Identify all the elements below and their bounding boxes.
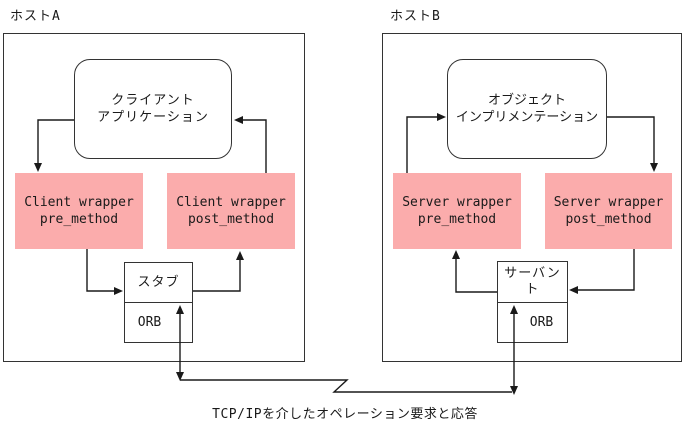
- tcp-ip-caption: TCP/IPを介したオペレーション要求と応答: [212, 407, 478, 422]
- stub-label: スタブ: [125, 263, 192, 303]
- arrowhead-down-icon: [176, 372, 184, 381]
- server-wrapper-post-line2: post_method: [565, 212, 652, 227]
- servant-orb-box: サーバント ORB: [497, 261, 568, 343]
- client-wrapper-post-line2: post_method: [187, 212, 275, 227]
- host-a-label: ホストA: [10, 9, 61, 24]
- client-application-label-line2: アプリケーション: [97, 110, 209, 125]
- client-wrapper-post-line1: Client wrapper: [176, 195, 286, 210]
- client-wrapper-pre-line2: pre_method: [39, 212, 119, 227]
- client-wrapper-post-method-box: Client wrapper post_method: [167, 173, 295, 249]
- object-implementation-label-line2: インプリメンテーション: [455, 110, 599, 125]
- host-a-frame: [3, 33, 305, 362]
- object-implementation-label-line1: オブジェクト: [487, 93, 566, 108]
- orb-b-cell: ORB: [498, 303, 567, 342]
- server-wrapper-post-method-box: Server wrapper post_method: [545, 173, 672, 249]
- orb-b-label: ORB: [529, 315, 554, 330]
- object-implementation-box: オブジェクト インプリメンテーション: [447, 59, 607, 159]
- stub-orb-box: スタブ ORB: [124, 262, 193, 343]
- servant-label: サーバント: [498, 262, 567, 303]
- client-application-box: クライアント アプリケーション: [74, 59, 232, 159]
- orb-a-label: ORB: [137, 315, 162, 330]
- arrowhead-down-icon: [510, 386, 518, 395]
- server-wrapper-pre-line1: Server wrapper: [402, 195, 512, 210]
- server-wrapper-pre-method-box: Server wrapper pre_method: [393, 173, 521, 249]
- client-wrapper-pre-line1: Client wrapper: [24, 195, 134, 210]
- orb-a-cell: ORB: [125, 303, 192, 342]
- client-wrapper-pre-method-box: Client wrapper pre_method: [15, 173, 143, 249]
- host-b-frame: [382, 33, 682, 362]
- server-wrapper-pre-line2: pre_method: [417, 212, 497, 227]
- client-application-label-line1: クライアント: [111, 93, 195, 108]
- tcp-connector-line: [180, 379, 512, 393]
- server-wrapper-post-line1: Server wrapper: [553, 195, 664, 210]
- host-b-label: ホストB: [390, 9, 441, 24]
